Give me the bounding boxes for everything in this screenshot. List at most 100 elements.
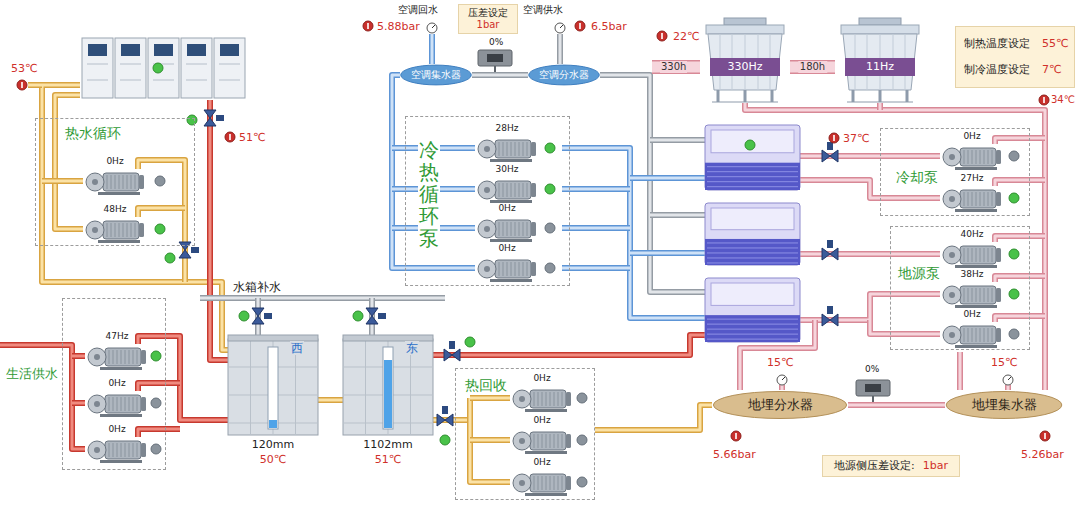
setting-text: 制冷温度设定 — [964, 63, 1030, 76]
motor-fin — [129, 443, 130, 457]
chiller-units — [705, 125, 800, 342]
pipe — [880, 103, 881, 110]
pump-eye — [484, 187, 490, 193]
pipe — [960, 352, 961, 390]
pipe-wall — [995, 180, 1045, 186]
motor-fin — [133, 443, 134, 457]
sensor-mark — [229, 134, 231, 140]
pump-head — [88, 395, 106, 413]
pump-head — [513, 390, 531, 408]
motor-fin — [117, 443, 118, 457]
pipe — [562, 268, 630, 269]
status-off — [151, 444, 161, 454]
pipe — [562, 148, 705, 318]
motor-fin — [554, 434, 555, 448]
pipe — [630, 178, 705, 179]
motor-fin — [511, 142, 512, 156]
pump-base — [98, 192, 140, 195]
pump-head — [478, 260, 496, 278]
pump-eye — [92, 179, 98, 185]
motor-fin — [542, 392, 543, 406]
cabinet-body — [181, 38, 212, 98]
motor-fin — [137, 397, 138, 411]
gauge-needle — [1008, 377, 1011, 380]
pipe-wall — [957, 352, 963, 390]
motor-fin — [992, 150, 993, 164]
manifold-label: 空调集水器 — [411, 69, 461, 81]
reading-label: 5.26bar — [1020, 448, 1065, 461]
motor-fin — [137, 350, 138, 364]
tower-band — [710, 58, 780, 76]
pump-motor — [960, 246, 996, 264]
pump-eye — [519, 438, 525, 444]
valve-symbol — [204, 110, 224, 126]
motor-fin — [135, 175, 136, 189]
motor-fin — [984, 150, 985, 164]
pipe-core — [650, 139, 705, 142]
sensor-mark — [735, 433, 737, 439]
pipe-connector-core — [848, 404, 945, 407]
pipe — [650, 140, 705, 141]
motor-fin — [515, 183, 516, 197]
motor-fin — [527, 142, 528, 156]
motor-fin — [125, 350, 126, 364]
tank-reading: 东 — [405, 341, 419, 355]
pipe — [560, 34, 561, 64]
pump-motor — [495, 140, 531, 158]
sensor-mark — [21, 82, 23, 88]
pipe-core — [470, 398, 510, 482]
pipe-wall — [562, 148, 705, 318]
cabinet-line — [87, 64, 108, 65]
status-on — [745, 140, 755, 150]
manifold: 空调分水器 — [528, 64, 600, 86]
pipe-core — [995, 316, 1045, 322]
motor-fin — [127, 223, 128, 237]
tank-reading: 120mm — [252, 438, 294, 451]
pipe — [42, 181, 83, 182]
motor-fin — [511, 262, 512, 276]
pipe-wall — [650, 137, 705, 143]
motor-fin — [519, 222, 520, 236]
pipe-wall — [562, 225, 630, 231]
pipe — [782, 385, 783, 390]
valve-actuator — [827, 306, 833, 314]
motor-fin — [511, 183, 512, 197]
valve-core — [865, 384, 881, 392]
chiller-body — [705, 125, 800, 190]
pump-unit: 0Hz — [476, 243, 538, 283]
setting-text: 地源侧压差设定: — [834, 459, 915, 472]
pipe — [433, 335, 705, 355]
pipe — [200, 298, 445, 299]
motor-fin — [968, 288, 969, 302]
valve-actuator — [191, 247, 199, 253]
tower-leg — [771, 90, 774, 102]
pump-frequency: 0Hz — [532, 457, 551, 468]
tower-leg — [906, 90, 909, 102]
valve-symbol — [822, 306, 838, 326]
motor-fin — [550, 476, 551, 490]
pipe-core — [200, 297, 445, 300]
pipe-core — [562, 267, 630, 270]
group-label: 冷热循环泵 — [418, 139, 440, 249]
sensor-mark — [833, 135, 835, 141]
control-cabinet — [82, 38, 245, 98]
motor-fin — [115, 175, 116, 189]
pump-base — [100, 367, 142, 370]
valve-symbol — [437, 406, 453, 426]
motor-fin — [964, 288, 965, 302]
pipe — [995, 276, 1045, 282]
pump-head — [478, 140, 496, 158]
chiller-stripe — [707, 324, 798, 325]
pump-unit: 30Hz — [476, 164, 538, 204]
pump-head — [943, 326, 961, 344]
motor-fin — [976, 288, 977, 302]
sensor-mark — [1044, 433, 1046, 439]
pump-motor — [960, 286, 996, 304]
motor-cap — [141, 443, 146, 457]
pump-eye — [94, 401, 100, 407]
sensor-tag — [17, 80, 27, 90]
pump-eye — [949, 154, 955, 160]
cabinet-body — [82, 38, 113, 98]
valve-body — [179, 242, 191, 258]
pipe — [138, 383, 180, 391]
